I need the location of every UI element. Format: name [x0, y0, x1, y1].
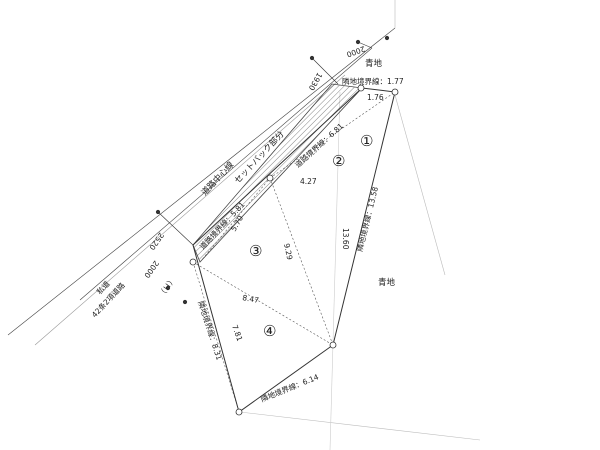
dim-2000-bottom: 2000 — [142, 259, 160, 280]
road-centerline — [34, 74, 346, 346]
road-edge-line — [79, 47, 373, 301]
road-lines — [7, 0, 481, 450]
dimension-ticks — [155, 35, 390, 305]
neighbor-top-label: 隣地境界線：1.77 — [342, 76, 404, 86]
diag-1360: 13.60 — [341, 228, 350, 250]
zone-4-label: ④ — [263, 322, 276, 340]
vertex-marker — [189, 258, 197, 266]
edge-176: 1.76 — [367, 93, 384, 102]
lot-boundary-outline — [192, 87, 396, 413]
neighbor-faint-line — [394, 94, 446, 276]
dim-2520: 2520 — [147, 231, 165, 252]
road-centerline-outer — [7, 27, 396, 336]
vertex-marker — [235, 408, 243, 416]
vertex-marker — [329, 341, 337, 349]
dim-text-mark: （Ｈ） — [156, 275, 176, 299]
diag-781: 7.81 — [230, 324, 244, 343]
division-lines — [192, 91, 396, 413]
vertex-marker — [266, 174, 274, 182]
aoji-right-label: 青地 — [378, 277, 396, 288]
dim-1930: 1930 — [307, 71, 324, 92]
diag-427: 4.27 — [300, 177, 317, 186]
zone-1-label: ① — [360, 132, 373, 150]
vertex-marker — [391, 88, 399, 96]
vertex-markers — [189, 84, 399, 416]
neighbor-bottom-faint — [239, 411, 481, 441]
zone-2-label: ② — [332, 152, 345, 170]
zone-3-label: ③ — [249, 242, 262, 260]
neighbor-right-label: 隣地境界線：13.58 — [354, 185, 380, 252]
vertex-marker — [357, 84, 365, 92]
diag-847: 8.47 — [242, 293, 260, 305]
dim-2000-top: 2000 — [345, 44, 366, 59]
diag-929: 9.29 — [282, 243, 294, 261]
aoji-top-label: 青地 — [365, 58, 383, 69]
